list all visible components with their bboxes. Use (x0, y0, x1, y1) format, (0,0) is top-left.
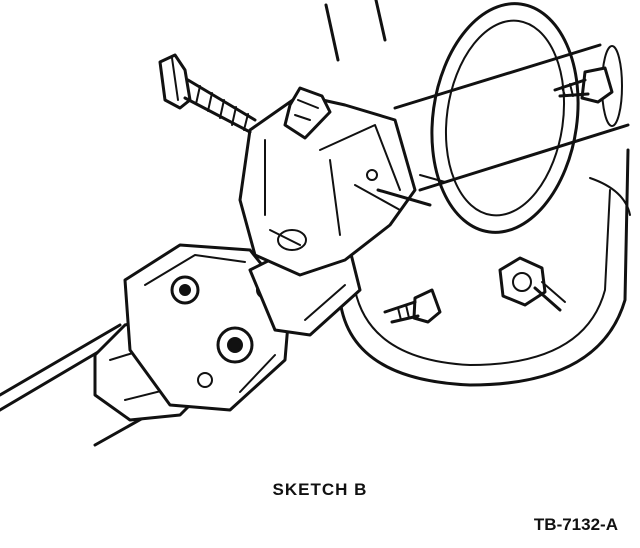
locating-rod (376, 174, 446, 207)
flexible-coupling (123, 243, 292, 412)
hex-nut (498, 256, 566, 312)
column-mounting-bracket (238, 93, 417, 277)
steering-column-tube (393, 43, 630, 192)
dash-panel-edge (338, 148, 631, 387)
dash-panel-opening (324, 0, 580, 234)
stud-bolt-upper (553, 66, 614, 104)
figure-code: TB-7132-A (533, 515, 618, 534)
sketch-caption: SKETCH B (272, 480, 368, 499)
hex-bolt (158, 53, 257, 134)
stud-bolt-lower (383, 288, 442, 324)
bracket-clip (283, 86, 332, 140)
